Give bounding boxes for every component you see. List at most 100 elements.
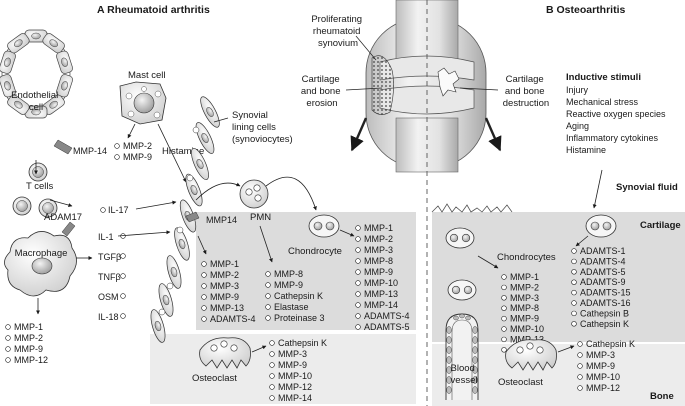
cytokine-dot xyxy=(120,293,126,299)
vessel-wall-cell xyxy=(472,336,478,344)
list-item: MMP-13 xyxy=(510,334,544,344)
adam17-label: ADAM17 xyxy=(44,212,82,223)
list-bullet xyxy=(355,236,361,242)
t-cells-label: T cells xyxy=(26,181,54,192)
cytokine-dot xyxy=(120,253,126,259)
vessel-wall-cell xyxy=(472,326,478,334)
list-item: MMP-8 xyxy=(510,303,539,313)
list-bullet xyxy=(201,261,207,267)
blood-vessel xyxy=(445,313,479,400)
list-item: MMP-9 xyxy=(123,152,152,162)
oa-chondrocyte-top xyxy=(445,227,475,249)
stimuli-to-cartilage-arrow xyxy=(592,169,603,209)
list-bullet xyxy=(265,293,271,299)
vessel-wall-cell xyxy=(446,356,452,364)
list-item: MMP-12 xyxy=(14,355,48,365)
list-bullet xyxy=(265,271,271,277)
cytokine-label: TNFβ xyxy=(98,272,121,282)
ra-bone-zone xyxy=(150,334,416,404)
rheumatoid-pannus xyxy=(371,55,394,115)
list-item: Cathepsin K xyxy=(586,339,635,349)
cytokine-label: OSM xyxy=(98,292,119,302)
list-item: MMP-2 xyxy=(510,282,539,292)
oa-chondro-to-adamts-arrow xyxy=(575,235,589,247)
vessel-wall-cell xyxy=(472,356,478,364)
t-cell-nucleus xyxy=(16,200,28,212)
vessel-wall-cell xyxy=(446,326,452,334)
synovial-granule xyxy=(192,126,200,134)
vessel-wall-cell xyxy=(446,366,452,374)
synovial-granule xyxy=(186,174,194,182)
list-bullet xyxy=(571,258,577,265)
list-bullet xyxy=(201,272,207,278)
il1-to-synovium-arrow xyxy=(117,230,171,237)
list-item: Inflammatory cytokines xyxy=(566,133,659,143)
ra-osteoclast-label: Osteoclast xyxy=(192,373,237,384)
vessel-wall-cell xyxy=(459,313,465,319)
list-bullet xyxy=(201,305,207,311)
vessel-wall-cell xyxy=(472,346,478,354)
mmp14-syn-label: MMP14 xyxy=(206,215,237,225)
list-item: MMP-2 xyxy=(210,270,239,280)
list-bullet xyxy=(355,324,361,330)
histamine-label: Histamine xyxy=(162,146,204,157)
vessel-wall-cell xyxy=(446,386,452,394)
tcells-to-il17-arrow xyxy=(49,199,73,207)
macrophage-label: Macrophage xyxy=(15,248,68,259)
synovial-granule xyxy=(176,226,184,234)
t-cell-nucleus xyxy=(32,166,44,178)
oa-osteoclast-label: Osteoclast xyxy=(498,377,543,388)
pmn-to-mmp-arrow xyxy=(259,225,273,263)
list-item: MMP-12 xyxy=(278,382,312,392)
list-bullet xyxy=(501,284,507,291)
vessel-wall-cell xyxy=(453,315,459,321)
list-bullet xyxy=(501,305,507,311)
endothelial-cell xyxy=(7,94,30,115)
list-bullet xyxy=(201,283,207,289)
list-item: MMP-9 xyxy=(210,292,239,302)
cartilage-bone-erosion-label: Cartilage and bone erosion xyxy=(301,74,343,109)
list-bullet xyxy=(577,363,583,369)
list-bullet xyxy=(201,316,207,322)
list-item: MMP-1 xyxy=(364,223,393,233)
vessel-wall-cell xyxy=(446,336,452,344)
synoviocyte xyxy=(195,122,215,154)
list-bullet xyxy=(571,300,577,306)
list-bullet xyxy=(501,336,507,343)
list-item: MMP-1 xyxy=(510,272,539,282)
endothelial-cell xyxy=(0,74,16,98)
list-bullet xyxy=(201,294,207,300)
list-item: ADAMTS-4 xyxy=(210,314,256,324)
endothelial-ring xyxy=(0,29,73,119)
vessel-wall-cell xyxy=(465,315,471,321)
pmn-cell xyxy=(239,179,269,209)
synoviocyte xyxy=(174,227,190,261)
list-bullet xyxy=(571,289,577,296)
list-item: ADAMTS-15 xyxy=(580,288,631,298)
list-item: ADAMTS-4 xyxy=(580,256,626,266)
list-item: ADAMTS-9 xyxy=(580,277,626,287)
ra-cartilage-zone xyxy=(196,212,416,330)
endothelial-cell xyxy=(56,50,73,74)
mmp14-syn-marker xyxy=(185,211,200,223)
cytokine-label: IL-1 xyxy=(98,232,114,242)
ra-osteoclast xyxy=(199,337,251,369)
list-bullet xyxy=(269,384,275,390)
list-item: ADAMTS-16 xyxy=(580,298,631,308)
synoviocyte xyxy=(158,283,174,317)
list-bullet xyxy=(269,373,275,379)
ra-chondrocyte-mmp-list: MMP-1MMP-2MMP-3MMP-8MMP-9MMP-10MMP-13MMP… xyxy=(355,223,410,332)
list-bullet xyxy=(269,395,275,401)
list-item: Injury xyxy=(566,85,589,95)
mast-to-histamine-arrow xyxy=(157,123,187,183)
synovial-lining-label: Synovial lining cells (synoviocytes) xyxy=(232,110,293,145)
endothelial-cell-label: Endothelial cell xyxy=(11,90,61,113)
vessel-wall-cell xyxy=(472,376,478,384)
list-item: Mechanical stress xyxy=(566,97,639,107)
list-item: Histamine xyxy=(566,145,606,155)
list-bullet xyxy=(5,324,11,330)
oa-chondrocytes-label: Chondrocytes xyxy=(497,252,556,263)
